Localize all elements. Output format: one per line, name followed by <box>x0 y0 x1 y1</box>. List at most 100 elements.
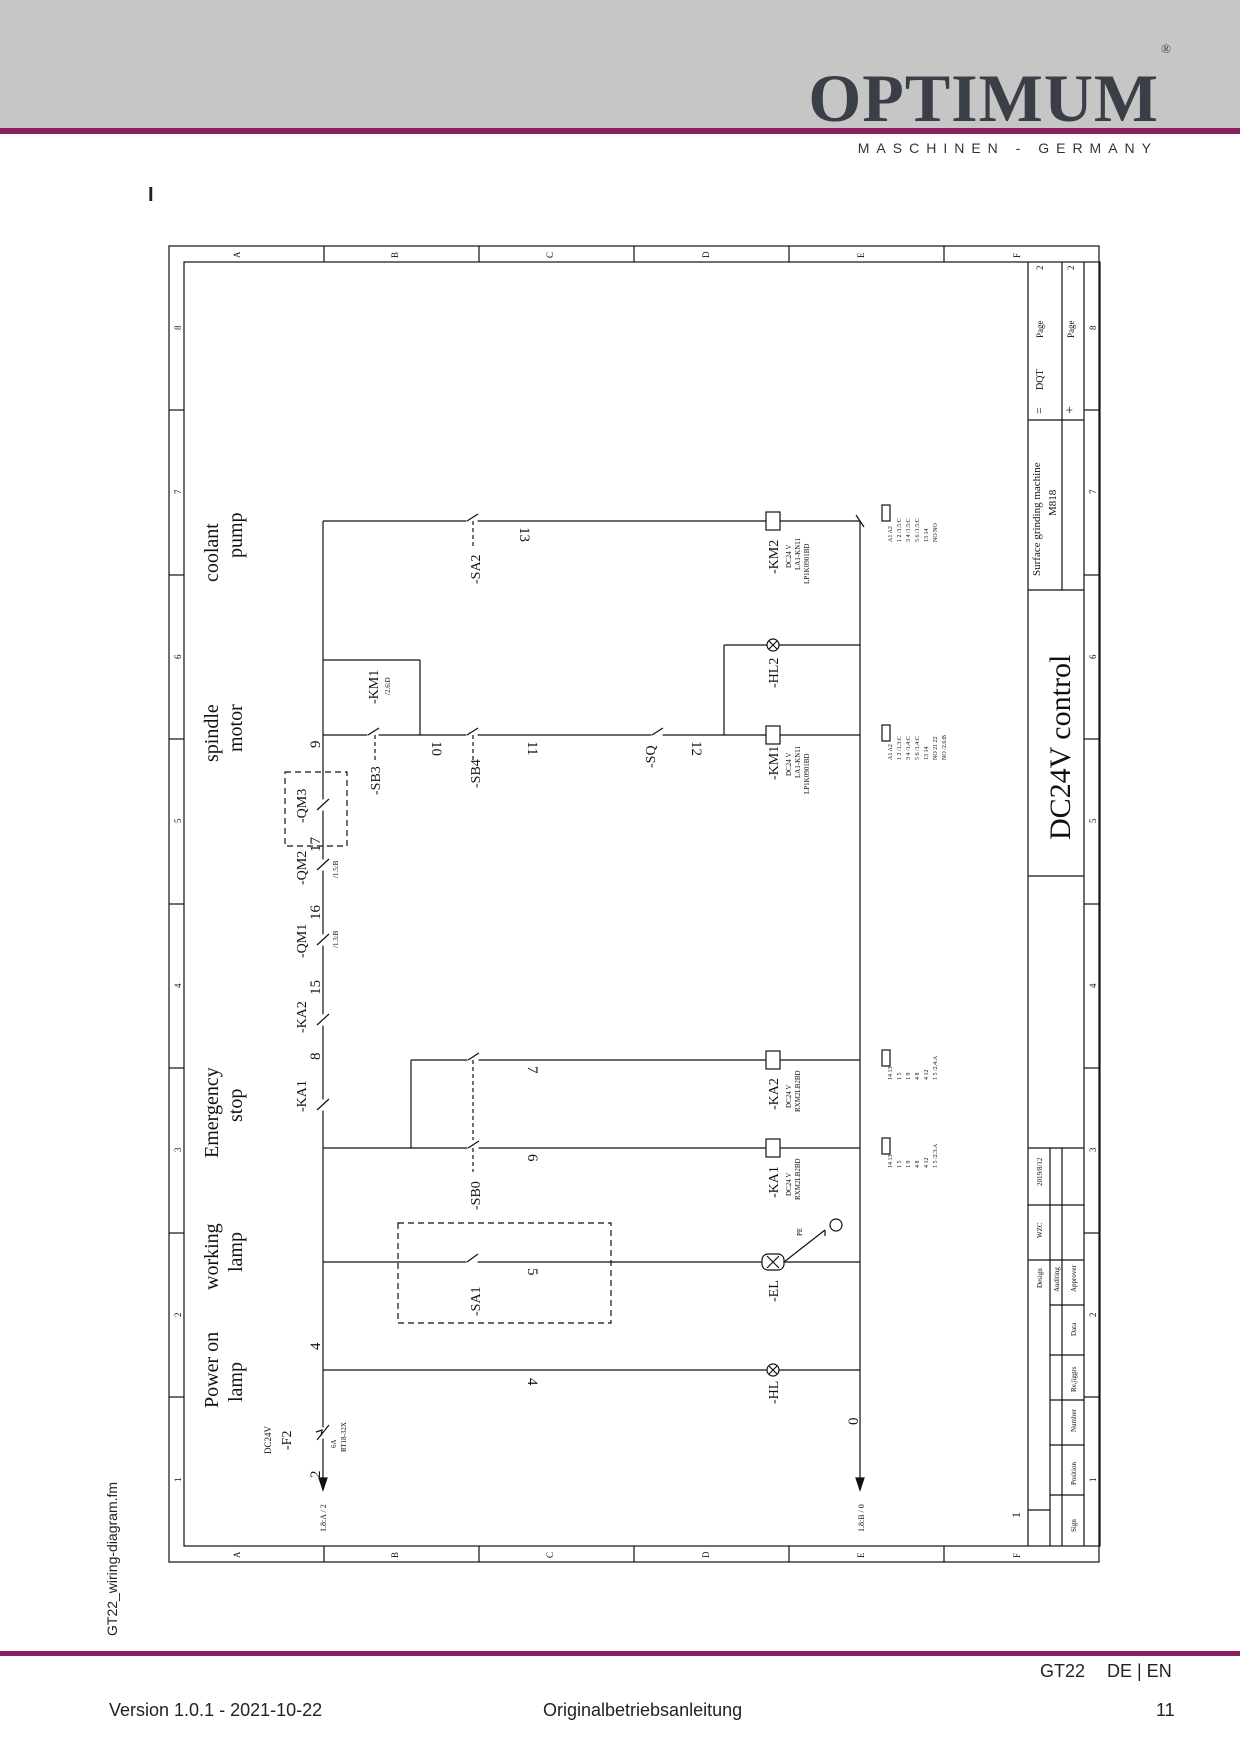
svg-text:DC24 V: DC24 V <box>785 753 793 776</box>
svg-text:11: 11 <box>524 741 540 755</box>
frame-outer <box>168 245 1100 1563</box>
right-rail-ref: 1.8:B / 0 <box>857 1504 866 1532</box>
svg-text:NO /2.6:B: NO /2.6:B <box>942 735 948 760</box>
svg-text:6: 6 <box>524 1154 540 1162</box>
svg-text:C: C <box>545 252 555 258</box>
svg-text:LA1-KN11: LA1-KN11 <box>794 745 802 778</box>
hl2-label: -HL2 <box>767 658 782 688</box>
svg-text:14 13: 14 13 <box>888 1067 894 1081</box>
svg-text:DC24V: DC24V <box>263 1425 273 1454</box>
ka2-coil <box>765 1050 781 1070</box>
svg-text:B: B <box>390 252 400 258</box>
svg-text:Sign: Sign <box>1070 1519 1078 1532</box>
sq-label: -SQ <box>644 745 659 768</box>
svg-text:2: 2 <box>173 1313 183 1318</box>
svg-text:5 6 /1.4:C: 5 6 /1.4:C <box>915 736 921 760</box>
svg-text:DQT: DQT <box>1035 369 1046 390</box>
svg-text:=: = <box>1032 407 1046 414</box>
footer-accent-line <box>0 1651 1240 1656</box>
frame-numbers: 1 2 3 4 5 6 7 8 1 2 3 4 5 6 7 8 <box>173 325 1098 1482</box>
km1-label: -KM1 <box>767 746 782 780</box>
section-emergency-line2: stop <box>225 1089 247 1122</box>
svg-text:+: + <box>1063 406 1078 414</box>
svg-text:13: 13 <box>516 527 532 542</box>
svg-text:4 12: 4 12 <box>924 1070 930 1081</box>
svg-text:E: E <box>856 252 866 258</box>
side-file-label: GT22_wiring-diagram.fm <box>104 1481 120 1636</box>
svg-text:5: 5 <box>1088 818 1098 823</box>
km2-contact-table: A1 A2 1 2 /1.5:C 3 4 /1.5:C 5 6 /1.5:C 1… <box>888 518 939 542</box>
svg-text:LA1-KN11: LA1-KN11 <box>794 537 802 570</box>
svg-text:Re,jiggrs: Re,jiggrs <box>1070 1366 1078 1392</box>
svg-text:Auditing: Auditing <box>1053 1267 1061 1292</box>
svg-text:4: 4 <box>1088 983 1098 988</box>
brand-logo: OPTIMUM® <box>808 42 1172 132</box>
f2-label: -F2 <box>280 1431 295 1450</box>
svg-text:Page: Page <box>1035 321 1045 339</box>
svg-text:8: 8 <box>1088 325 1098 330</box>
left-rail-arrow-icon <box>318 1477 328 1492</box>
title-block: DC24V control Surface grinding machine M… <box>1009 266 1078 1533</box>
svg-text:17: 17 <box>308 837 324 853</box>
svg-text:2: 2 <box>1088 1313 1098 1318</box>
svg-text:Design: Design <box>1036 1268 1044 1288</box>
svg-text:LP1K0901BD: LP1K0901BD <box>803 754 811 794</box>
svg-text:A1 A2: A1 A2 <box>888 744 894 760</box>
svg-text:RT18-32X: RT18-32X <box>340 1422 348 1452</box>
svg-text:13 14: 13 14 <box>924 747 930 761</box>
svg-text:8: 8 <box>173 325 183 330</box>
svg-text:4: 4 <box>308 1342 324 1350</box>
svg-text:2: 2 <box>1035 266 1045 271</box>
svg-text:D: D <box>701 251 711 258</box>
svg-text:5 6 /1.5:C: 5 6 /1.5:C <box>915 518 921 542</box>
machine-model: M818 <box>1047 489 1059 516</box>
svg-text:6A: 6A <box>330 1439 338 1448</box>
km1-coil <box>765 725 781 745</box>
svg-text:C: C <box>545 1552 555 1558</box>
qm3-dashed-enclosure <box>284 771 348 847</box>
ka2-label: -KA2 <box>767 1078 782 1110</box>
left-rail-ref: 1.8:A / 2 <box>319 1504 328 1532</box>
svg-text:6: 6 <box>173 654 183 659</box>
svg-text:9: 9 <box>308 741 324 749</box>
svg-text:15: 15 <box>308 980 324 995</box>
svg-text:3 4 /1.5:C: 3 4 /1.5:C <box>906 518 912 542</box>
svg-text:Page: Page <box>1066 321 1076 339</box>
ka2-contact-table: 14 13 1 5 1 9 4 8 4 12 1 5 /2.4:A <box>888 1055 939 1080</box>
el-label: -EL <box>767 1280 782 1302</box>
section-spindle-line2: motor <box>225 704 247 752</box>
svg-text:16: 16 <box>308 905 324 921</box>
machine-name: Surface grinding machine <box>1031 462 1043 576</box>
pe-ground-icon <box>829 1218 843 1232</box>
svg-text:2: 2 <box>308 1471 324 1479</box>
section-working-line1: working <box>201 1223 223 1290</box>
section-spindle-line1: spindle <box>201 704 223 762</box>
svg-text:RXM2LB2BD: RXM2LB2BD <box>794 1070 802 1112</box>
svg-text:D: D <box>701 1551 711 1558</box>
frame-inner <box>183 261 1101 1547</box>
section-headings: Power on lamp working lamp Emergency sto… <box>201 512 247 1408</box>
sa1-label: -SA1 <box>469 1286 484 1316</box>
footer-doc-title: Originalbetriebsanleitung <box>543 1700 743 1720</box>
qm2-label: -QM2 <box>295 851 310 885</box>
svg-text:1 2 /1.5:C: 1 2 /1.5:C <box>897 518 903 542</box>
frame-letters: A B C D E F A B C D E F <box>232 251 1022 1558</box>
svg-text:4 12: 4 12 <box>924 1158 930 1169</box>
svg-text:A1 A2: A1 A2 <box>888 526 894 542</box>
svg-text:2019/8/12: 2019/8/12 <box>1036 1157 1044 1186</box>
wire-numbers: 2 4 4 5 6 7 8 15 16 17 9 10 11 12 13 0 <box>308 527 862 1478</box>
svg-text:3 4 /1.4:C: 3 4 /1.4:C <box>906 736 912 760</box>
svg-text:10: 10 <box>428 741 444 756</box>
svg-text:5: 5 <box>524 1268 540 1276</box>
svg-text:7: 7 <box>173 489 183 494</box>
svg-text:1: 1 <box>1088 1478 1098 1483</box>
svg-text:A: A <box>232 251 242 258</box>
svg-text:1 5 /2.4:A: 1 5 /2.4:A <box>933 1055 939 1080</box>
section-coolant-line1: coolant <box>201 523 223 582</box>
svg-text:4 8: 4 8 <box>915 1073 921 1081</box>
svg-text:1 2 /1.3:C: 1 2 /1.3:C <box>897 736 903 760</box>
brand-tagline: MASCHINEN - GERMANY <box>857 140 1158 156</box>
qm3-label: -QM3 <box>295 789 310 823</box>
sb4-label: -SB4 <box>469 759 484 788</box>
